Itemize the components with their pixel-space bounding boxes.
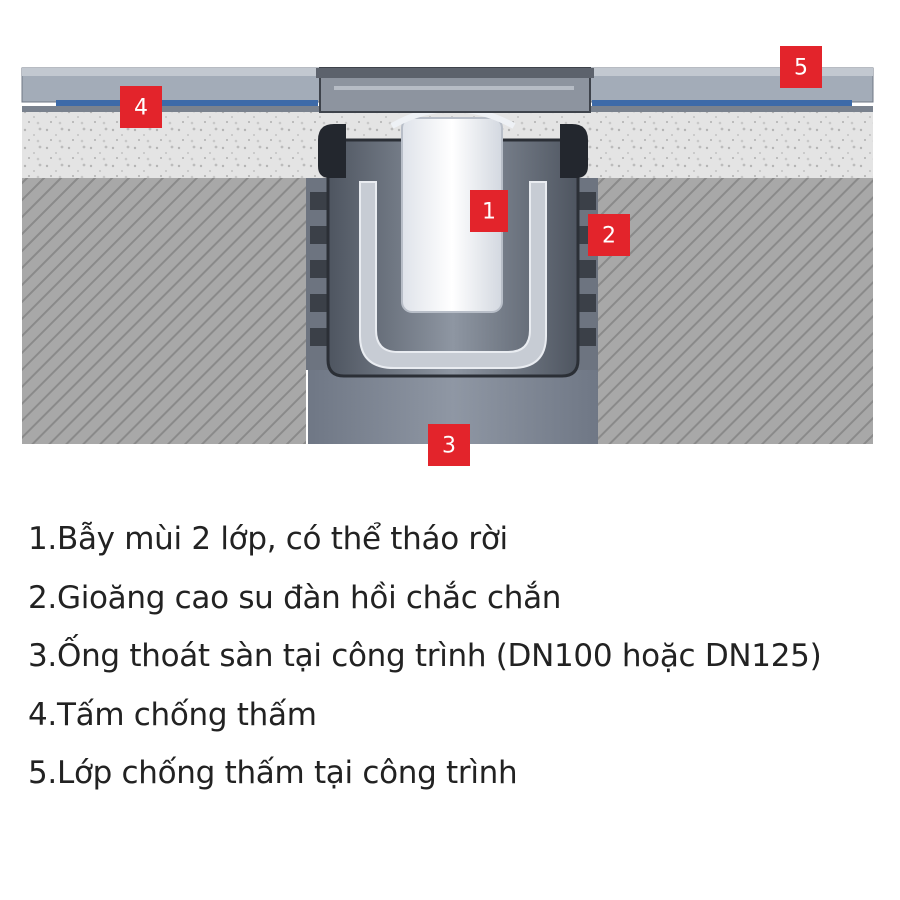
concrete-slab-left bbox=[22, 178, 306, 444]
callout-3: 3 bbox=[428, 424, 470, 466]
callout-5: 5 bbox=[780, 46, 822, 88]
callout-label-4: 4 bbox=[134, 96, 148, 121]
callout-badge-4 bbox=[120, 86, 162, 128]
rubber-gasket-right bbox=[560, 124, 588, 178]
membrane-base-left bbox=[22, 106, 322, 112]
callout-4: 4 bbox=[120, 86, 162, 128]
legend-number-2: 2. bbox=[28, 579, 57, 616]
legend-text-5: Lớp chống thấm tại công trình bbox=[56, 755, 518, 791]
drain-cross-section-diagram: 1 2 3 4 5 bbox=[21, 46, 874, 466]
trap-outer-cup bbox=[359, 181, 547, 369]
callout-label-3: 3 bbox=[442, 434, 456, 459]
legend-text-1: Bẫy mùi 2 lớp, có thể tháo rời bbox=[56, 521, 508, 557]
callout-badge-2 bbox=[588, 214, 630, 256]
membrane-base-right bbox=[588, 106, 873, 112]
callout-2: 2 bbox=[588, 214, 630, 256]
callout-badge-3 bbox=[428, 424, 470, 466]
callout-label-1: 1 bbox=[482, 200, 496, 225]
legend-item-3: 3.Ống thoát sàn tại công trình (DN100 ho… bbox=[28, 627, 822, 686]
legend-item-1: 1.Bẫy mùi 2 lớp, có thể tháo rời bbox=[28, 510, 821, 569]
legend-number-3: 3. bbox=[28, 638, 57, 674]
legend-text-4: Tấm chống thấm bbox=[56, 696, 317, 733]
tile-top-strip-left bbox=[22, 68, 320, 76]
callout-label-5: 5 bbox=[794, 56, 808, 81]
legend-list: 1.Bẫy mùi 2 lớp, có thể tháo rời 2.Gioăn… bbox=[28, 510, 822, 803]
legend-item-4: 4.Tấm chống thấm bbox=[28, 686, 821, 745]
rubber-gasket-left bbox=[318, 124, 346, 178]
legend-text-2: Gioăng cao su đàn hồi chắc chắn bbox=[56, 579, 562, 616]
legend-item-2: 2.Gioăng cao su đàn hồi chắc chắn bbox=[28, 569, 821, 628]
grate-inner-line bbox=[334, 86, 574, 90]
callout-1: 1 bbox=[470, 190, 508, 232]
waterproof-membrane-right bbox=[592, 100, 852, 108]
callout-group: 1 2 3 4 5 bbox=[120, 46, 822, 466]
legend-text-3: Ống thoát sàn tại công trình (DN100 hoặc… bbox=[56, 638, 822, 674]
concrete-slab-right bbox=[598, 178, 873, 444]
waterproof-membrane-left bbox=[56, 100, 318, 108]
grate-top-frame bbox=[316, 68, 594, 78]
legend-number-4: 4. bbox=[28, 696, 57, 733]
callout-badge-1 bbox=[470, 190, 508, 232]
callout-badge-5 bbox=[780, 46, 822, 88]
tile-top-strip-right bbox=[590, 68, 873, 76]
legend-number-1: 1. bbox=[28, 521, 57, 557]
legend-number-5: 5. bbox=[28, 755, 57, 791]
callout-label-2: 2 bbox=[602, 224, 616, 249]
legend-item-5: 5.Lớp chống thấm tại công trình bbox=[28, 744, 821, 803]
